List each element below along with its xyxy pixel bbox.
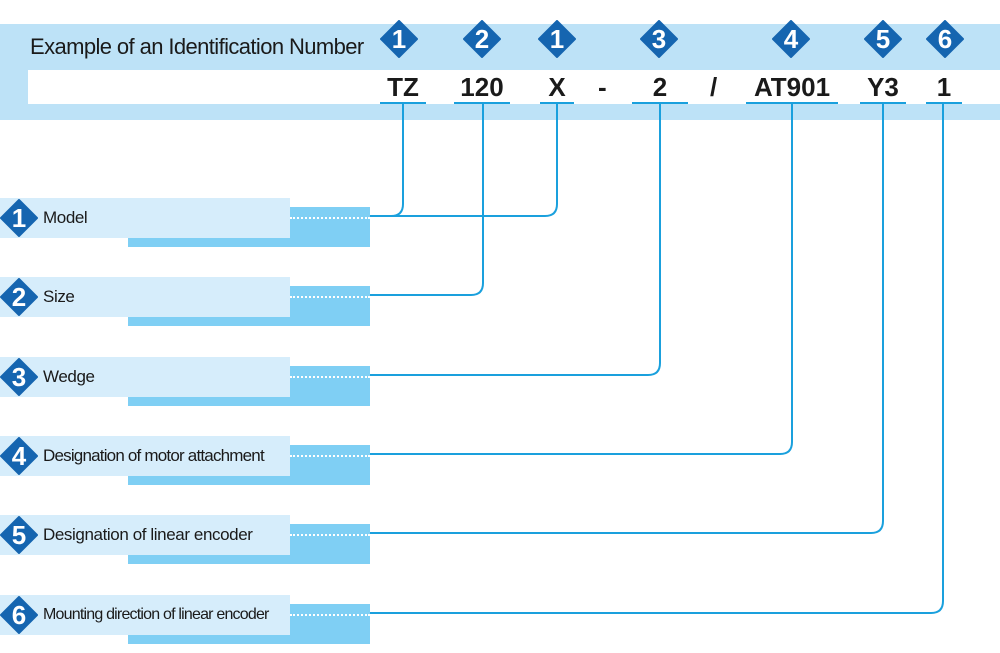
code-part-mounting-direction: 1 [926, 72, 962, 104]
row-badge-3: 3 [0, 358, 38, 396]
row-label: Designation of linear encoder [43, 525, 253, 544]
code-part-model-suffix: X [540, 72, 574, 104]
diagram-title: Example of an Identification Number [30, 34, 364, 59]
header-badge-6-mounting-direction: 6 [926, 20, 964, 58]
connector-mounting-direction [370, 104, 944, 614]
row-dotted-leader [290, 296, 370, 298]
connector-size [370, 104, 484, 296]
row-bar [0, 277, 290, 317]
row-badge-1: 1 [0, 199, 38, 237]
code-part-size: 120 [454, 72, 510, 104]
row-bar [0, 515, 290, 555]
row-badge-5: 5 [0, 516, 38, 554]
connector-model-suffix [370, 104, 558, 217]
row-model: 1 Model [0, 198, 370, 248]
connector-motor-attachment [370, 104, 793, 455]
header-badge-2-size: 2 [463, 20, 501, 58]
row-bar [0, 357, 290, 397]
header-badge-1-model: 1 [380, 20, 418, 58]
row-label: Size [43, 287, 75, 306]
row-label: Designation of motor attachment [43, 446, 265, 465]
row-dotted-leader [290, 534, 370, 536]
code-part-linear-encoder: Y3 [860, 72, 906, 104]
row-bar [0, 595, 290, 635]
row-bar [0, 198, 290, 238]
connector-model [370, 104, 404, 217]
row-linear-encoder: 5 Designation of linear encoder [0, 515, 370, 565]
code-part-wedge: 2 [632, 72, 688, 104]
code-part-model: TZ [380, 72, 426, 104]
row-size: 2 Size [0, 277, 370, 327]
connector-wedge [370, 104, 661, 376]
code-field [28, 70, 1000, 104]
row-dotted-leader [290, 217, 370, 219]
row-bar [0, 436, 290, 476]
row-motor-attachment: 4 Designation of motor attachment [0, 436, 370, 486]
row-mounting-direction: 6 Mounting direction of linear encoder [0, 595, 370, 645]
row-label: Model [43, 208, 88, 227]
row-badge-4: 4 [0, 437, 38, 475]
row-dotted-leader [290, 614, 370, 616]
connector-linear-encoder [370, 104, 884, 534]
code-separator-dash: - [598, 72, 607, 102]
row-wedge: 3 Wedge [0, 357, 370, 407]
code-separator-slash: / [710, 72, 718, 102]
row-badge-6: 6 [0, 596, 38, 634]
row-dotted-leader [290, 376, 370, 378]
header-badge-1-model-suffix: 1 [538, 20, 576, 58]
header-badge-4-motor-attachment: 4 [772, 20, 810, 58]
code-part-motor-attachment: AT901 [746, 72, 838, 104]
header-badge-3-wedge: 3 [640, 20, 678, 58]
row-label: Mounting direction of linear encoder [43, 606, 269, 623]
row-dotted-leader [290, 455, 370, 457]
header-badge-5-linear-encoder: 5 [864, 20, 902, 58]
row-badge-2: 2 [0, 278, 38, 316]
row-label: Wedge [43, 367, 95, 386]
